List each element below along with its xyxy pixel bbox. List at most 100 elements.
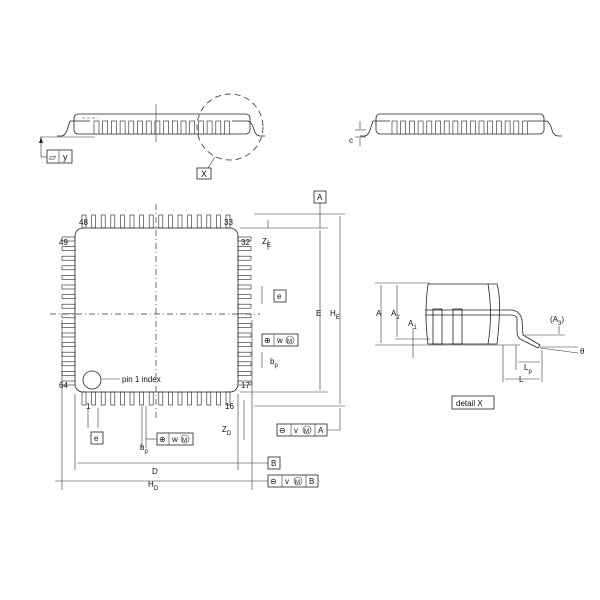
side-lead xyxy=(496,120,502,135)
dim-theta-label: θ xyxy=(580,347,585,356)
lead-top xyxy=(196,214,202,229)
lead-right xyxy=(237,313,252,319)
lead-left xyxy=(61,284,76,290)
side-lead xyxy=(409,120,415,135)
lead-right xyxy=(237,342,252,347)
tolerance-v-b-frame xyxy=(267,474,319,488)
side-lead xyxy=(452,120,459,135)
lead-right xyxy=(237,303,252,309)
pin-number-49: 49 xyxy=(59,238,68,247)
position-icon: ⊕ xyxy=(264,336,271,345)
lead-bottom xyxy=(139,391,144,406)
side-lead xyxy=(154,120,161,135)
lead-bottom xyxy=(216,391,221,406)
dim-a2-label: A2 xyxy=(391,309,400,321)
lead-left xyxy=(61,351,76,357)
lead-bottom xyxy=(120,391,125,406)
lead-top xyxy=(206,214,212,229)
side-lead xyxy=(189,120,195,135)
dim-a1-label: A1 xyxy=(408,319,417,331)
lead-left xyxy=(61,265,76,271)
top-leads xyxy=(61,214,252,406)
dim-lp-label: Lp xyxy=(524,363,532,375)
dim-a3-label: (A3) xyxy=(550,315,564,327)
tolerance-w-frame-right xyxy=(261,333,299,347)
detail-x-title: detail X xyxy=(456,399,483,408)
tol-w-letter: w xyxy=(171,435,178,444)
lead-left xyxy=(61,246,76,251)
profile-icon: ⊖ xyxy=(279,426,286,435)
lead-right xyxy=(237,294,252,299)
lead-left xyxy=(61,255,76,261)
dim-ze-label: ZE xyxy=(262,237,271,249)
lead-top xyxy=(91,214,96,229)
lead-bottom xyxy=(187,391,192,406)
side-lead xyxy=(128,120,135,135)
lead-right xyxy=(237,351,252,357)
lead-left xyxy=(61,371,76,376)
lead-top xyxy=(110,214,116,229)
lead-bottom xyxy=(168,391,173,406)
dim-e-pitch-bottom: e xyxy=(94,434,99,443)
pin-number-17: 17 xyxy=(241,381,250,390)
dim-hd-label: HD xyxy=(148,480,159,492)
datum-b-label: B xyxy=(271,459,276,468)
side-lead xyxy=(522,120,528,135)
package-body xyxy=(74,227,239,393)
detail-x-label-box xyxy=(196,167,212,180)
side-lead xyxy=(469,120,476,135)
datum-y-label: y xyxy=(63,152,68,162)
lead-right xyxy=(237,255,252,261)
side-lead xyxy=(513,120,520,135)
flatness-icon: ▱ xyxy=(49,152,56,162)
side-lead xyxy=(400,120,407,135)
side-lead xyxy=(172,120,178,135)
lead-right xyxy=(237,246,252,251)
dim-l-label: L xyxy=(519,375,524,384)
side-view-right: c xyxy=(349,113,562,146)
lead-top xyxy=(148,214,154,229)
lead-left xyxy=(61,361,76,367)
mmc-icon: M xyxy=(287,339,292,345)
side-lead xyxy=(137,120,143,135)
side-lead xyxy=(93,120,100,135)
lead-bottom xyxy=(206,391,212,406)
lead-right xyxy=(237,265,252,271)
dim-e-pitch-right: e xyxy=(277,292,282,301)
side-lead xyxy=(215,120,222,135)
lead-bottom xyxy=(110,391,116,406)
side-lead xyxy=(198,120,204,135)
detail-x-title-box xyxy=(451,395,495,410)
side-view-leads xyxy=(93,120,230,135)
lead-left xyxy=(61,303,76,309)
side-lead xyxy=(461,120,467,135)
lead-left xyxy=(61,313,76,319)
top-view: pin 1 index 1 16 17 32 33 48 49 64 A E H… xyxy=(50,190,345,492)
tol-datum-a: A xyxy=(318,426,324,435)
detail-x-ref: X xyxy=(201,169,207,179)
lead-left xyxy=(61,323,76,328)
lead-left xyxy=(61,275,76,280)
side-lead xyxy=(180,120,187,135)
side-lead xyxy=(478,120,485,135)
lead-right xyxy=(237,332,252,338)
lead-left xyxy=(61,332,76,338)
position-icon: ⊕ xyxy=(159,435,166,444)
dim-zd-label: ZD xyxy=(222,425,232,437)
mmc-icon: M xyxy=(304,429,309,435)
side-lead xyxy=(443,120,450,135)
mmc-icon: M xyxy=(182,438,187,444)
pin-number-1: 1 xyxy=(86,402,91,411)
lead-top xyxy=(139,214,144,229)
side-lead xyxy=(391,120,398,135)
side-view-leads-right xyxy=(391,120,528,135)
lead-bottom xyxy=(129,391,135,406)
side-lead xyxy=(426,120,433,135)
lead-bottom xyxy=(91,391,96,406)
lead-top xyxy=(120,214,125,229)
datum-a-label: A xyxy=(317,193,323,202)
pin-number-64: 64 xyxy=(59,381,68,390)
lead-top xyxy=(216,214,221,229)
